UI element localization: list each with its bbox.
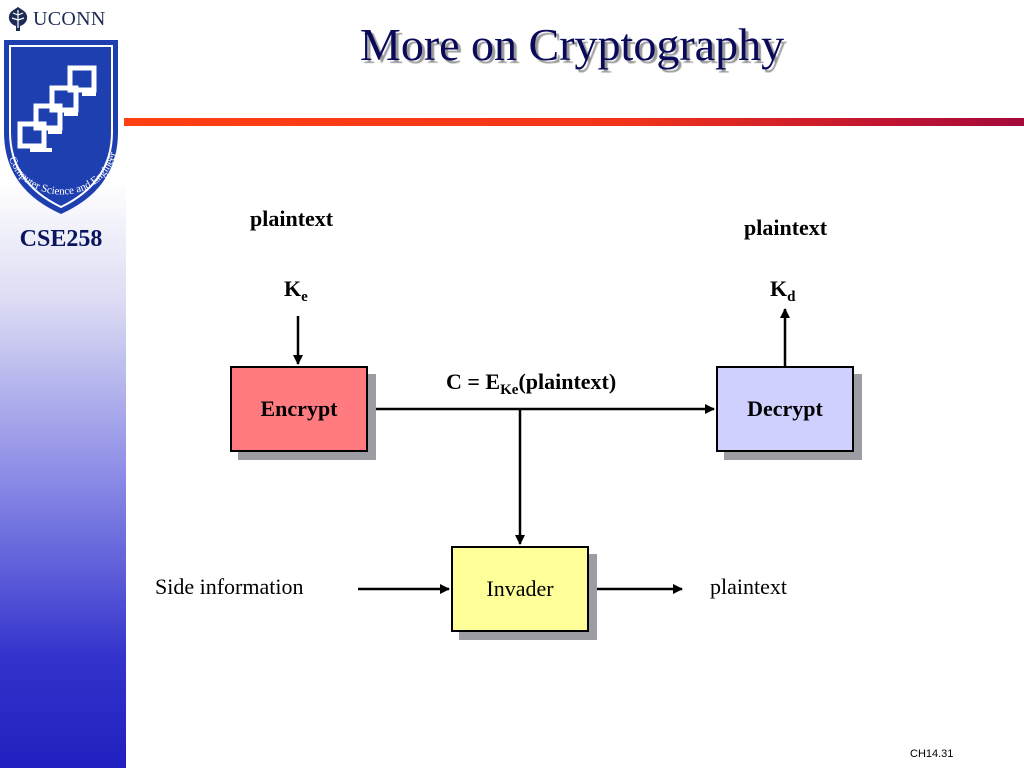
decrypt-box: Decrypt xyxy=(716,366,854,452)
encrypt-box: Encrypt xyxy=(230,366,368,452)
cse-seal: Computer Science and Engineering xyxy=(0,27,124,223)
key-encrypt-base: K xyxy=(284,276,302,301)
key-decrypt-sub: d xyxy=(787,289,796,305)
plaintext-input-label: plaintext xyxy=(250,206,334,231)
computer-icon xyxy=(17,65,97,149)
key-encrypt-label: Ke xyxy=(284,276,308,305)
uconn-wordmark-text: UCONN xyxy=(33,7,106,30)
key-decrypt-label: Kd xyxy=(770,276,796,305)
cipher-suffix: (plaintext) xyxy=(518,369,617,394)
invader-box: Invader xyxy=(451,546,589,632)
uconn-logo: UCONN xyxy=(6,6,106,32)
title-rule xyxy=(124,118,1024,126)
key-decrypt-base: K xyxy=(770,276,788,301)
cipher-sub: Ke xyxy=(500,382,519,398)
key-encrypt-sub: e xyxy=(301,289,308,305)
cipher-prefix: C = E xyxy=(446,369,501,394)
course-label: CSE258 xyxy=(19,226,103,252)
page-reference: CH14.31 xyxy=(910,748,954,760)
slide-title: More on Cryptography xyxy=(359,19,785,70)
oak-leaf-icon xyxy=(6,6,30,32)
ciphertext-formula: C = EKe(plaintext) xyxy=(446,369,617,398)
side-information-label: Side information xyxy=(155,574,304,599)
plaintext-output-label: plaintext xyxy=(744,215,828,240)
sidebar: UCONN Computer Science and Engineeri xyxy=(0,0,126,768)
invader-output-label: plaintext xyxy=(710,574,787,599)
